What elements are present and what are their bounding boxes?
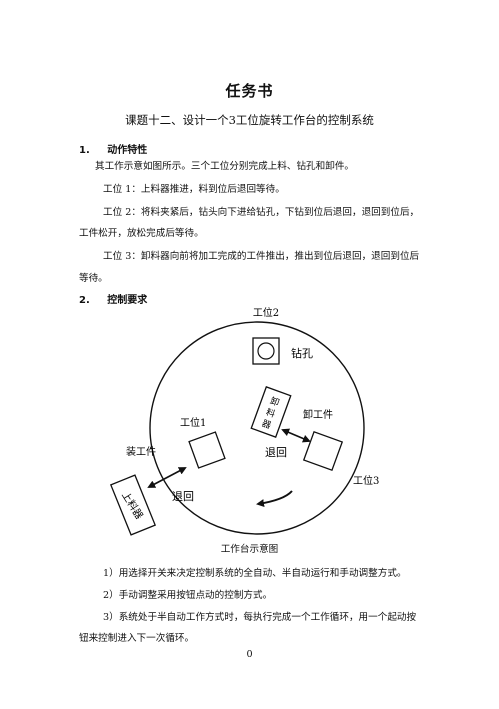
drill-station-box: [252, 337, 280, 365]
loader-group: 上料器: [109, 474, 157, 536]
label-load: 装工件: [126, 445, 156, 458]
station1-box-group: [188, 431, 226, 469]
label-drill: 钻孔: [291, 346, 313, 360]
requirement-3-line2: 钮来控制进入下一次循环。: [79, 633, 195, 644]
station3-box-group: [302, 430, 344, 472]
label-unloader-1: 卸: [268, 394, 281, 408]
label-unloader-2: 料: [264, 406, 277, 420]
page-number: 0: [246, 649, 253, 660]
label-unloader-3: 器: [260, 418, 272, 431]
intro-paragraph: 其工作示意如图所示。三个工位分别完成上料、钻孔和卸件。: [95, 161, 355, 172]
drill-hole-icon: [257, 342, 275, 360]
rotation-arrow: [256, 490, 293, 508]
station3-line2: 等待。: [79, 273, 108, 284]
diagram-caption: 工作台示意图: [220, 544, 279, 555]
section2-number: 2.: [79, 295, 90, 306]
section1-title: 动作特性: [107, 145, 148, 156]
label-station2: 工位2: [253, 306, 279, 319]
unloader-box: [250, 386, 292, 438]
label-retract-2: 退回: [172, 490, 194, 503]
loader-box: [109, 474, 157, 536]
label-station3: 工位3: [353, 474, 379, 487]
station1-paragraph: 工位 1：上料器推进，料到位后退回等待。: [103, 184, 285, 195]
section2-title: 控制要求: [107, 295, 148, 306]
station1-box: [188, 431, 226, 469]
requirement-2: 2）手动调整采用按钮点动的控制方式。: [103, 590, 273, 601]
document-subtitle: 课题十二、设计一个3工位旋转工作台的控制系统: [125, 113, 374, 127]
section1-heading: 1. 动作特性: [79, 141, 147, 156]
requirement-3-line1: 3）系统处于半自动工作方式时，每执行完成一个工作循环，用一个起动按: [103, 612, 417, 623]
worktable-circle: [149, 321, 365, 535]
section2-heading: 2. 控制要求: [79, 291, 147, 306]
requirement-1: 1）用选择开关来决定控制系统的全自动、半自动运行和手动调整方式。: [103, 568, 407, 579]
label-unload: 卸工件: [303, 408, 333, 421]
station2-line1: 工位 2：将料夹紧后，钻头向下进给钻孔，下钻到位后退回，退回到位后，: [103, 207, 420, 218]
load-arrow: [147, 467, 187, 488]
label-station1: 工位1: [180, 416, 206, 429]
station3-box: [302, 430, 344, 472]
unloader-group: 卸 料 器: [250, 386, 292, 438]
station2-line2: 工件松开，放松完成后等待。: [79, 228, 204, 239]
document-title: 任务书: [225, 82, 274, 100]
station3-line1: 工位 3：卸料器向前将加工完成的工件推出，推出到位后退回，退回到位后: [103, 251, 420, 262]
unload-arrow: [281, 428, 311, 443]
label-retract-1: 退回: [265, 446, 287, 459]
section1-number: 1.: [79, 145, 90, 156]
